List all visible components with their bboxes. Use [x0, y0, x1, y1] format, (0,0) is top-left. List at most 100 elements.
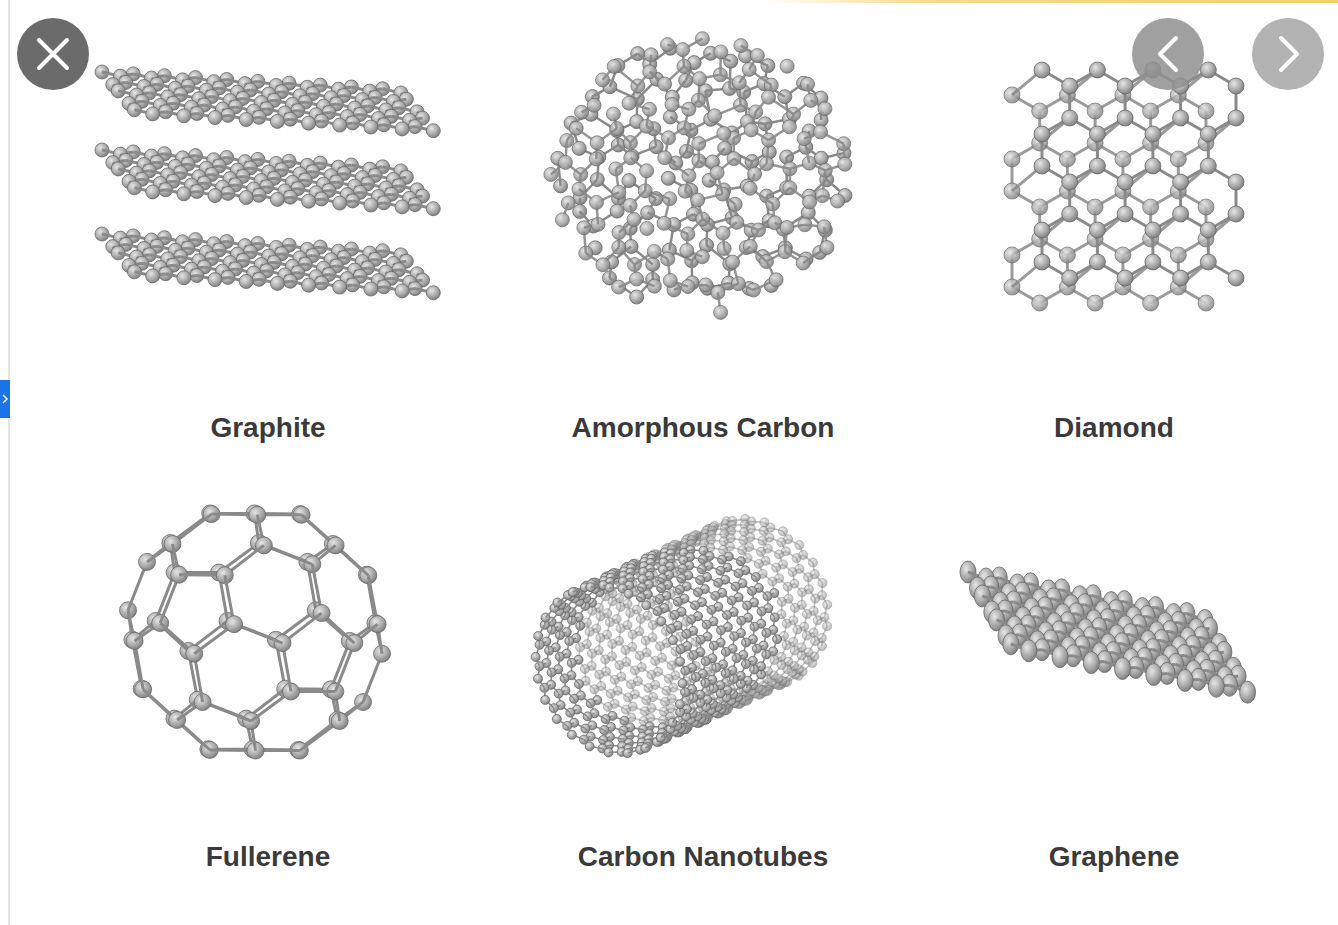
- carbon-atom: [1115, 247, 1131, 263]
- carbon-atom: [714, 45, 728, 59]
- carbon-atom: [1145, 158, 1161, 174]
- carbon-atom: [647, 244, 661, 258]
- carbon-atom: [1145, 222, 1161, 238]
- carbon-atom: [208, 189, 222, 203]
- carbon-atom: [630, 290, 644, 304]
- carbon-atom: [610, 204, 624, 218]
- molecule-group: [95, 32, 1256, 759]
- carbon-atom: [1004, 247, 1020, 263]
- carbon-atom: [395, 200, 409, 214]
- carbon-atom: [208, 273, 222, 287]
- carbon-atom: [177, 271, 191, 285]
- carbon-atom: [1170, 151, 1186, 167]
- carbon-atom: [1089, 254, 1105, 270]
- carbon-atom: [1089, 62, 1105, 78]
- carbon-atom: [364, 198, 378, 212]
- carbon-atom: [831, 194, 845, 208]
- carbon-atom: [640, 222, 654, 236]
- carbon-atom: [426, 202, 440, 216]
- carbon-atom: [208, 111, 222, 125]
- carbon-atom: [1062, 78, 1078, 94]
- carbon-atom: [395, 284, 409, 298]
- carbon-atom: [146, 269, 160, 283]
- carbon-atom: [1145, 126, 1161, 142]
- carbon-atom: [426, 286, 440, 300]
- carbon-atom: [1089, 126, 1105, 142]
- carbon-atom: [744, 123, 758, 137]
- carbon-atom: [1034, 62, 1050, 78]
- carbon-atom: [146, 107, 160, 121]
- nanotube-wall: [531, 514, 832, 757]
- carbon-atom: [1059, 247, 1075, 263]
- graphite-sheet: [95, 65, 440, 138]
- carbon-atom: [1200, 254, 1216, 270]
- carbon-atom: [239, 113, 253, 127]
- carbon-atom: [177, 187, 191, 201]
- carbon-atom: [1170, 247, 1186, 263]
- carbon-atom: [717, 127, 731, 141]
- carbon-atom: [630, 272, 644, 286]
- carbon-atom: [1062, 270, 1078, 286]
- carbon-atom: [1059, 151, 1075, 167]
- carbon-atom: [681, 688, 690, 697]
- carbon-atom: [1117, 110, 1133, 126]
- carbon-atom: [226, 616, 243, 633]
- carbon-atom: [1117, 206, 1133, 222]
- carbon-atom: [558, 155, 572, 169]
- carbon-atom: [750, 49, 764, 63]
- fullerene-cage: [120, 505, 391, 759]
- carbon-atom: [714, 305, 728, 319]
- carbon-atom: [1173, 78, 1189, 94]
- carbon-atom: [780, 59, 794, 73]
- diamond-lattice: [1004, 62, 1244, 311]
- carbon-atom: [239, 191, 253, 205]
- carbon-atom: [1062, 174, 1078, 190]
- carbon-atom: [663, 274, 677, 288]
- carbon-atom: [1117, 78, 1133, 94]
- carbon-atom: [658, 151, 672, 165]
- carbon-atom: [333, 280, 347, 294]
- carbon-atom: [1173, 270, 1189, 286]
- carbon-atom: [665, 98, 679, 112]
- carbon-atom: [622, 174, 636, 188]
- carbon-atom: [1115, 151, 1131, 167]
- carbon-atom: [364, 120, 378, 134]
- carbon-atom: [1087, 199, 1103, 215]
- carbon-atom: [1143, 199, 1159, 215]
- carbon-atom: [1228, 110, 1244, 126]
- carbon-atom: [1089, 158, 1105, 174]
- carbon-atom: [606, 107, 620, 121]
- carbon-atom: [1198, 295, 1214, 311]
- carbon-atom: [676, 43, 690, 57]
- carbon-atom: [426, 124, 440, 138]
- carbon-atom: [590, 136, 604, 150]
- carbon-atom: [607, 60, 621, 74]
- carbon-atom: [782, 120, 796, 134]
- carbon-atom: [693, 72, 707, 86]
- carbon-atom: [333, 196, 347, 210]
- carbon-atom: [395, 122, 409, 136]
- carbon-atom: [726, 255, 740, 269]
- carbon-atom: [780, 221, 794, 235]
- carbon-atom: [302, 278, 316, 292]
- carbon-atom: [838, 157, 852, 171]
- carbon-atom: [814, 125, 828, 139]
- carbon-atom: [302, 116, 316, 130]
- carbon-atom: [1228, 174, 1244, 190]
- carbon-atom: [818, 102, 832, 116]
- carbon-atom: [710, 166, 724, 180]
- carbon-atom: [1032, 103, 1048, 119]
- carbon-atom: [1034, 222, 1050, 238]
- carbon-atom: [1089, 222, 1105, 238]
- carbon-atom: [1034, 126, 1050, 142]
- graphite-sheet: [95, 227, 440, 300]
- carbon-atom: [1145, 62, 1161, 78]
- carbon-atom: [1004, 151, 1020, 167]
- carbon-atom: [680, 244, 694, 258]
- carbon-atom: [661, 171, 675, 185]
- carbon-atom: [1173, 206, 1189, 222]
- carbon-atom: [1032, 295, 1048, 311]
- carbon-atom: [658, 77, 672, 91]
